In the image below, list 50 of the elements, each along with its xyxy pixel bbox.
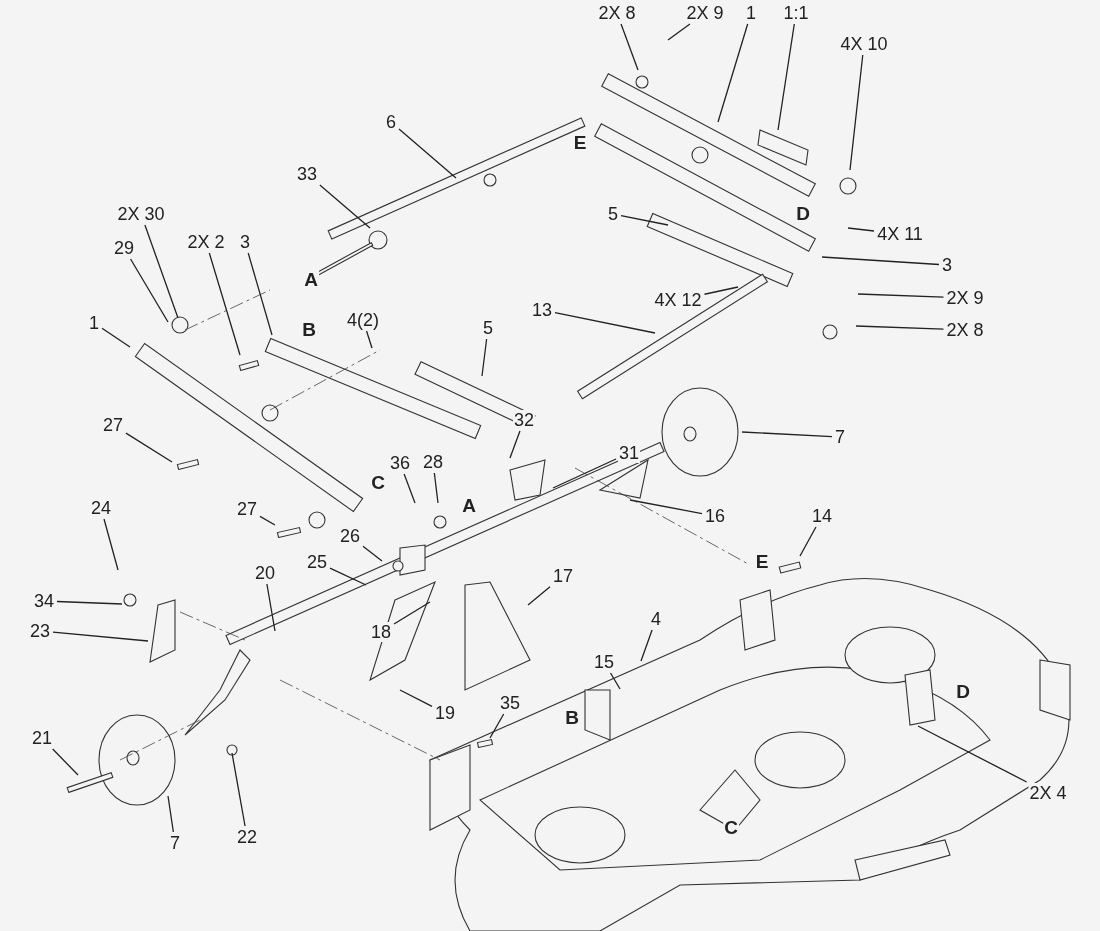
leader-line xyxy=(129,258,169,323)
leader-line xyxy=(821,256,940,266)
leader-line xyxy=(620,23,639,71)
leader-line xyxy=(398,128,457,179)
leader-line xyxy=(259,515,276,526)
leader-line xyxy=(554,312,656,334)
leader-line xyxy=(847,227,875,232)
leader-line xyxy=(855,325,945,330)
leader-line xyxy=(620,214,669,226)
leader-line xyxy=(777,23,795,131)
leader-line xyxy=(101,327,131,348)
leader-line xyxy=(741,431,833,438)
leader-line xyxy=(399,689,433,707)
leader-line xyxy=(703,286,739,295)
leader-line xyxy=(362,545,383,562)
leader-line xyxy=(56,600,123,605)
leader-line xyxy=(552,458,617,489)
leader-line xyxy=(125,432,173,463)
callout-number: 32 xyxy=(513,410,535,430)
leader-line xyxy=(857,293,945,298)
leader-line xyxy=(329,567,367,586)
leader-line xyxy=(403,473,416,504)
leader-line xyxy=(433,472,439,504)
leader-line xyxy=(717,23,749,123)
leader-line xyxy=(481,338,488,377)
leader-line xyxy=(103,518,119,571)
callout-number: 31 xyxy=(618,443,640,463)
leader-line xyxy=(509,430,521,459)
leader-line xyxy=(667,23,691,41)
leader-line xyxy=(52,631,149,642)
leader-line xyxy=(640,629,653,662)
leader-line xyxy=(489,713,505,739)
leader-line xyxy=(849,54,864,171)
callout-number: 4(2) xyxy=(346,310,380,330)
leader-line xyxy=(52,748,79,776)
leader-line xyxy=(266,583,276,632)
leader-line xyxy=(167,795,174,833)
leader-line xyxy=(231,752,246,827)
callout-number: 18 xyxy=(370,622,392,642)
leader-line xyxy=(527,586,551,606)
leader-line xyxy=(365,330,373,349)
leader-line xyxy=(393,601,431,625)
leader-line xyxy=(799,526,817,557)
leader-line xyxy=(144,224,179,319)
leader-line xyxy=(609,672,621,690)
leader-line xyxy=(247,252,273,336)
leader-line xyxy=(917,725,1028,783)
leader-line xyxy=(319,184,371,229)
leader-line xyxy=(208,252,241,356)
leader-line xyxy=(629,499,703,515)
